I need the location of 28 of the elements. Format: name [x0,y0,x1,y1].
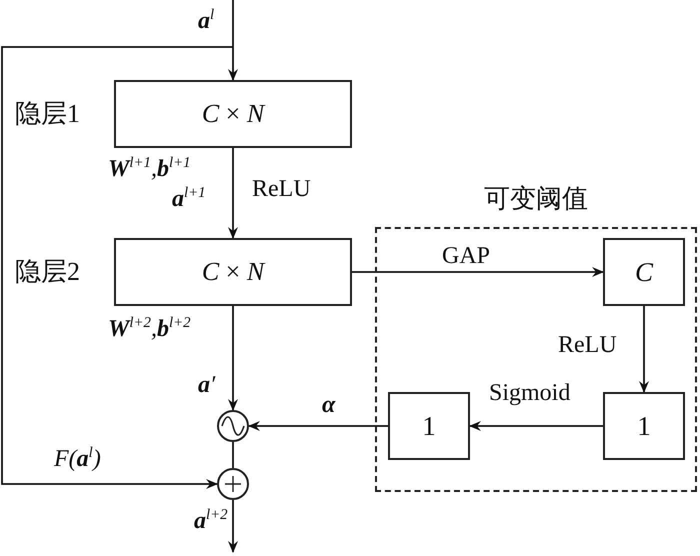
layer-name: 隐层2 [15,258,80,287]
box-label: C × N [202,257,264,287]
group-title: 可变阈值 [483,183,589,215]
layer-box [388,392,470,460]
arrow [228,0,238,81]
arrow [469,421,603,431]
parameter-label: W$^{l+1}$,b$^{l+1}$ [108,156,191,182]
arrow [1,46,233,489]
arrow [248,421,388,431]
arrow [639,306,649,393]
arrow [228,148,238,239]
arrow [228,306,238,411]
arrow [228,500,238,553]
layer-box [603,392,685,460]
box-label: C [634,256,653,288]
layer-box [114,238,352,306]
modulation-circle [217,410,249,442]
parameter-label: a$^{l+1}$ [172,186,206,212]
layer-name: 隐层1 [15,100,80,129]
edge-label: F(a$^{l}$) [52,446,103,472]
layer-box [114,80,352,148]
box-label: 1 [637,410,651,442]
parameter-label: W$^{l+2}$,b$^{l+2}$ [108,316,191,342]
arrow [352,267,604,277]
box-label: 1 [422,410,436,442]
layer-box [603,238,685,306]
sum-circle [217,468,249,500]
box-label: C × N [202,99,264,129]
